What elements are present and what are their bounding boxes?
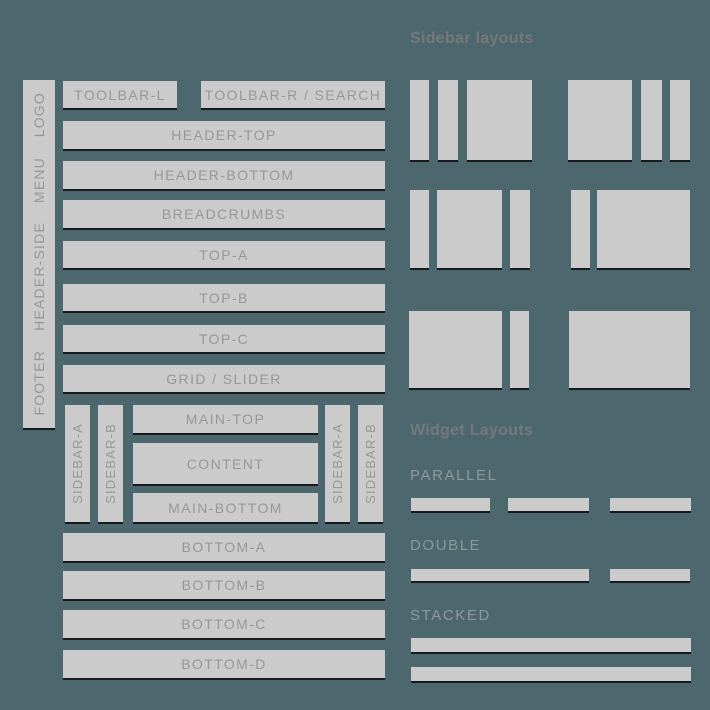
thumb-no-sidebar-content bbox=[569, 311, 690, 390]
widget-stacked-bar-1 bbox=[411, 638, 691, 654]
widget-double-label: DOUBLE bbox=[410, 537, 482, 554]
widget-layouts-title: Widget Layouts bbox=[410, 422, 534, 439]
position-menu: MENU bbox=[31, 156, 47, 203]
position-sidebar-b-right: SIDEBAR-B bbox=[358, 405, 383, 524]
thumb-left-left-sidebar-1 bbox=[410, 80, 429, 162]
thumb-split-content bbox=[437, 190, 502, 270]
position-toolbar-r-search: TOOLBAR-R / SEARCH bbox=[201, 81, 385, 110]
position-sidebar-a-left: SIDEBAR-A bbox=[65, 405, 90, 524]
position-bottom-c: BOTTOM-C bbox=[63, 610, 385, 640]
thumb-single-right-content bbox=[409, 311, 502, 390]
position-bottom-a: BOTTOM-A bbox=[63, 533, 385, 563]
position-header-top: HEADER-TOP bbox=[63, 121, 385, 151]
position-sidebar-b-left: SIDEBAR-B bbox=[98, 405, 123, 524]
thumb-right-right-sidebar-2 bbox=[670, 80, 690, 162]
position-top-b: TOP-B bbox=[63, 284, 385, 313]
thumb-single-left-content bbox=[597, 190, 690, 270]
widget-parallel-bar-3 bbox=[610, 498, 691, 513]
thumb-single-left-sidebar bbox=[571, 190, 590, 270]
widget-stacked-bar-2 bbox=[411, 667, 691, 683]
position-header-side: HEADER-SIDE bbox=[31, 222, 47, 332]
sidebar-a-left-label: SIDEBAR-A bbox=[70, 423, 85, 504]
position-bottom-d: BOTTOM-D bbox=[63, 650, 385, 680]
position-header-bottom: HEADER-BOTTOM bbox=[63, 161, 385, 191]
thumb-single-right-sidebar bbox=[510, 311, 529, 390]
widget-double-bar-narrow bbox=[610, 569, 690, 583]
thumb-split-sidebar-left bbox=[410, 190, 429, 270]
position-main-top: MAIN-TOP bbox=[133, 405, 318, 435]
sidebar-b-right-label: SIDEBAR-B bbox=[363, 423, 378, 504]
position-grid-slider: GRID / SLIDER bbox=[63, 365, 385, 394]
position-breadcrumbs: BREADCRUMBS bbox=[63, 200, 385, 230]
position-main-bottom: MAIN-BOTTOM bbox=[133, 493, 318, 524]
thumb-left-left-sidebar-2 bbox=[438, 80, 458, 162]
thumb-left-left-content bbox=[467, 80, 532, 162]
sidebar-layouts-title: Sidebar layouts bbox=[410, 30, 534, 47]
header-side-rail: LOGO MENU HEADER-SIDE FOOTER bbox=[23, 80, 55, 430]
widget-parallel-bar-2 bbox=[508, 498, 589, 513]
thumb-right-right-sidebar-1 bbox=[641, 80, 662, 162]
widget-parallel-bar-1 bbox=[411, 498, 490, 513]
position-footer: FOOTER bbox=[31, 350, 47, 416]
position-sidebar-a-right: SIDEBAR-A bbox=[325, 405, 350, 524]
widget-double-bar-wide bbox=[411, 569, 589, 583]
position-top-c: TOP-C bbox=[63, 325, 385, 354]
thumb-split-sidebar-right bbox=[510, 190, 530, 270]
widget-stacked-label: STACKED bbox=[410, 607, 491, 624]
widget-parallel-label: PARALLEL bbox=[410, 467, 498, 484]
sidebar-a-right-label: SIDEBAR-A bbox=[330, 423, 345, 504]
position-content: CONTENT bbox=[133, 443, 318, 486]
position-top-a: TOP-A bbox=[63, 241, 385, 270]
position-bottom-b: BOTTOM-B bbox=[63, 571, 385, 601]
position-toolbar-l: TOOLBAR-L bbox=[63, 81, 177, 110]
thumb-right-right-content bbox=[568, 80, 632, 162]
position-logo: LOGO bbox=[31, 92, 47, 138]
sidebar-b-left-label: SIDEBAR-B bbox=[103, 423, 118, 504]
